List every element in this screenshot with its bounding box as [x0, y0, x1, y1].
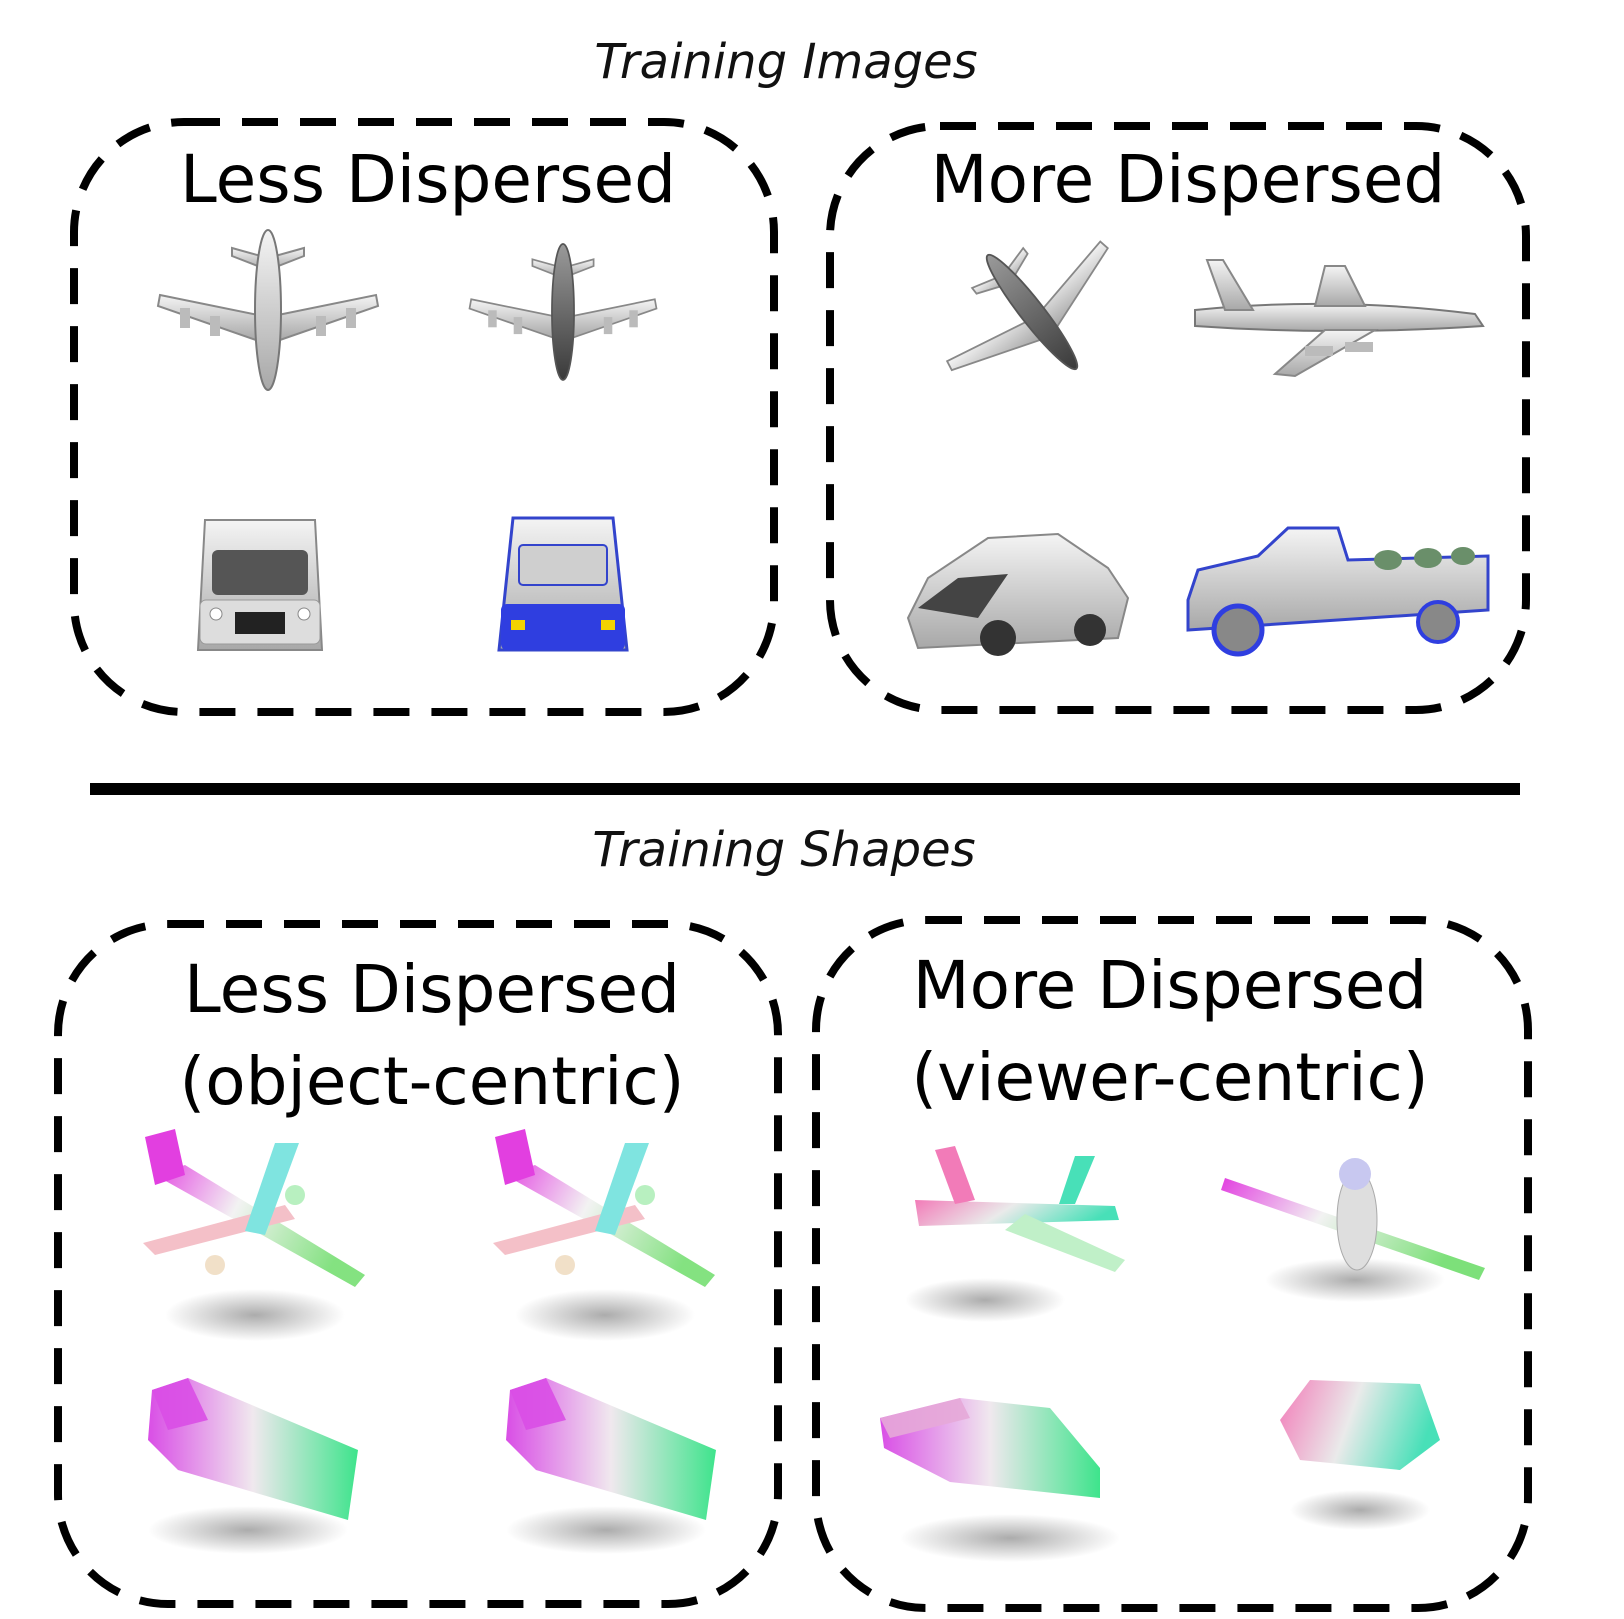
- shapes-more-dispersed-box: [812, 916, 1532, 1612]
- training-images-title: Training Images: [594, 34, 977, 90]
- airplane-image-2: [468, 243, 658, 381]
- pointcloud-car-3: [880, 1398, 1120, 1562]
- car-image-1: [196, 519, 324, 651]
- airplane-image-3: [945, 240, 1109, 372]
- shapes-less-dispersed-label-line2: (object-centric): [179, 1043, 684, 1120]
- shapes-less-dispersed-label-line1: Less Dispersed: [184, 951, 680, 1028]
- car-image-4: [1186, 526, 1490, 657]
- pointcloud-airplane-1: [143, 1129, 365, 1341]
- pointcloud-car-4: [1280, 1380, 1440, 1530]
- airplane-image-4: [1194, 259, 1485, 378]
- car-image-2: [497, 516, 629, 652]
- images-more-dispersed-label: More Dispersed: [931, 141, 1446, 218]
- shapes-more-dispersed-label-line1: More Dispersed: [913, 947, 1428, 1024]
- airplane-image-1: [156, 229, 380, 391]
- shapes-less-dispersed-box: [54, 920, 782, 1608]
- section-divider: [90, 783, 1520, 795]
- car-image-3: [906, 532, 1130, 656]
- pointcloud-car-1: [148, 1378, 358, 1554]
- shapes-more-dispersed-label-line2: (viewer-centric): [911, 1039, 1428, 1116]
- images-more-dispersed-box: [826, 122, 1530, 714]
- training-shapes-title: Training Shapes: [592, 822, 975, 878]
- images-less-dispersed-label: Less Dispersed: [180, 141, 676, 218]
- images-less-dispersed-box: [70, 118, 778, 716]
- pointcloud-car-2: [506, 1378, 716, 1554]
- pointcloud-airplane-4: [1221, 1158, 1485, 1302]
- pointcloud-airplane-3: [905, 1146, 1125, 1322]
- pointcloud-airplane-2: [493, 1129, 715, 1341]
